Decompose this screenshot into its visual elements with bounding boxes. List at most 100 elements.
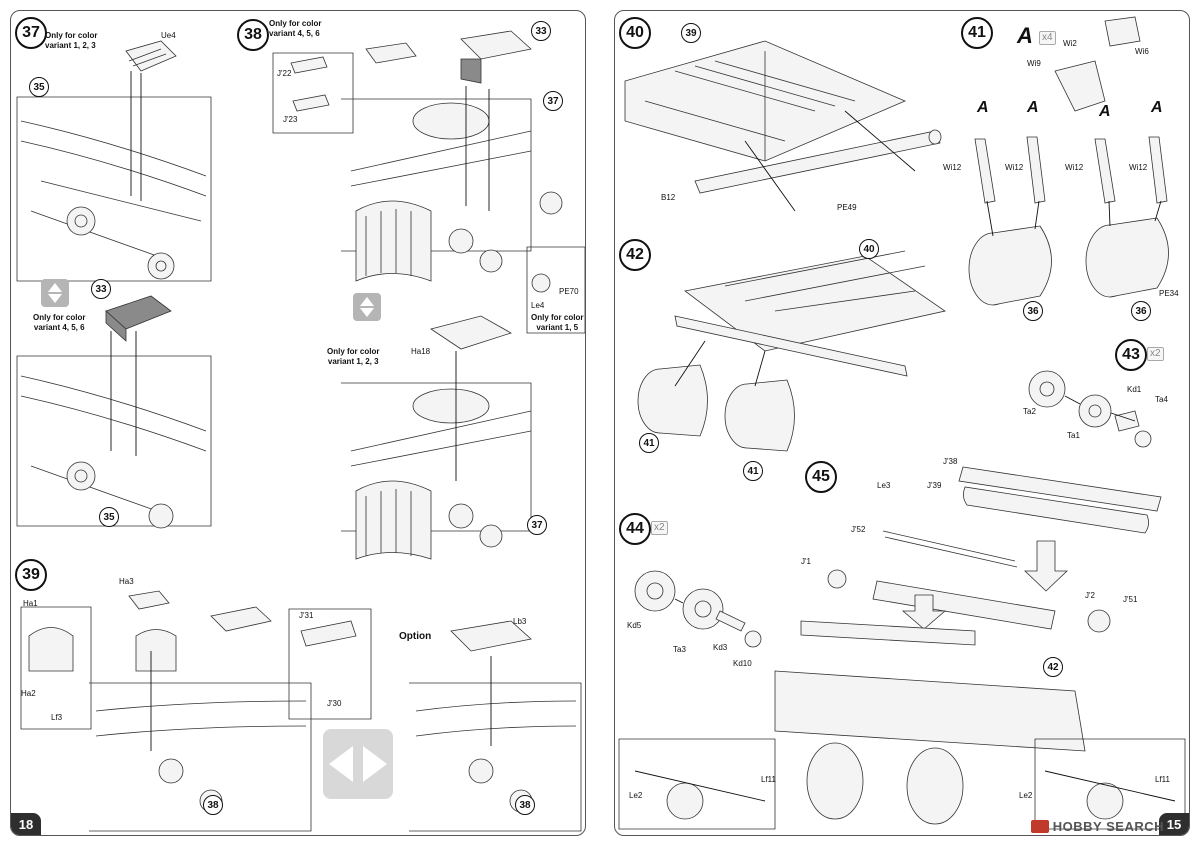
label-lf11-left: Lf11 — [761, 775, 776, 784]
label-lf3: Lf3 — [51, 713, 63, 722]
mid-variant-note: Only for color variant 4, 5, 6 — [33, 313, 86, 332]
label-kd1: Kd1 — [1127, 385, 1142, 394]
variant-a-4: A — [1151, 99, 1163, 116]
label-wi12-2: Wi12 — [1005, 163, 1024, 172]
step39-drawing — [20, 590, 582, 832]
callout-37-step38-top: 37 — [543, 91, 563, 111]
label-j30: J'30 — [327, 699, 342, 708]
variant-a-label: A — [1017, 23, 1033, 48]
label-wi12-1: Wi12 — [943, 163, 962, 172]
label-ue4: Ue4 — [161, 31, 176, 40]
callout-39: 39 — [681, 23, 701, 43]
step44-drawing — [634, 570, 762, 648]
step-43-number: 43 — [1115, 339, 1147, 371]
label-j22: J'22 — [277, 69, 292, 78]
step-45-number: 45 — [805, 461, 837, 493]
step-37-variant-note: Only for color variant 1, 2, 3 — [45, 31, 98, 50]
label-j1: J'1 — [801, 557, 811, 566]
step-38-variant-note-b: Only for color variant 1, 5 — [531, 313, 584, 332]
label-pe49: PE49 — [837, 203, 857, 212]
callout-38-left: 38 — [203, 795, 223, 815]
label-ta3: Ta3 — [673, 645, 686, 654]
callout-38-right: 38 — [515, 795, 535, 815]
page-number-left: 18 — [11, 813, 41, 835]
callout-42: 42 — [1043, 657, 1063, 677]
step41-drawing — [968, 16, 1169, 306]
step42-drawing — [637, 250, 946, 452]
label-ta2: Ta2 — [1023, 407, 1036, 416]
label-j23: J'23 — [283, 115, 298, 124]
step-41-number: 41 — [961, 17, 993, 49]
variant-a-2: A — [1027, 99, 1039, 116]
label-b12: B12 — [661, 193, 676, 202]
label-kd5: Kd5 — [627, 621, 642, 630]
label-wi6: Wi6 — [1135, 47, 1149, 56]
callout-41-left: 41 — [639, 433, 659, 453]
label-le3: Le3 — [877, 481, 891, 490]
callout-36-left: 36 — [1023, 301, 1043, 321]
label-ha2: Ha2 — [21, 689, 36, 698]
step37-drawing — [16, 40, 212, 282]
step38-drawing — [272, 30, 585, 560]
step-38-variant-note: Only for color variant 4, 5, 6 — [269, 19, 322, 38]
step45-drawing — [618, 466, 1186, 830]
step-38-number: 38 — [237, 19, 269, 51]
step-38-variant-note-c: Only for color variant 1, 2, 3 — [327, 347, 380, 366]
label-wi2: Wi2 — [1063, 39, 1077, 48]
watermark: HOBBY SEARCH — [1030, 819, 1164, 834]
option-label: Option — [399, 631, 432, 642]
label-lf11-right: Lf11 — [1155, 775, 1170, 784]
callout-36-right: 36 — [1131, 301, 1151, 321]
step-39-number: 39 — [15, 559, 47, 591]
label-j38: J'38 — [943, 457, 958, 466]
label-le2-right: Le2 — [1019, 791, 1033, 800]
step-44-number: 44 — [619, 513, 651, 545]
label-pe34: PE34 — [1159, 289, 1179, 298]
page-number-right: 15 — [1159, 813, 1189, 835]
callout-33-step38: 33 — [531, 21, 551, 41]
step-41-multiplier: x4 — [1039, 31, 1056, 45]
label-pe70: PE70 — [559, 287, 579, 296]
left-page-line-drawings — [16, 30, 585, 832]
variant-a-3: A — [1099, 103, 1111, 120]
flip-over-icon-2 — [353, 293, 381, 321]
label-j31: J'31 — [299, 611, 314, 620]
watermark-logo-icon — [1030, 820, 1049, 833]
step43-drawing — [1028, 370, 1152, 448]
step-40-number: 40 — [619, 17, 651, 49]
instruction-page-left: 37 Only for color variant 1, 2, 3 Ue4 35… — [10, 10, 586, 836]
callout-35-top: 35 — [29, 77, 49, 97]
label-kd3: Kd3 — [713, 643, 728, 652]
callout-40: 40 — [859, 239, 879, 259]
instruction-page-right: 40 39 B12 PE49 41 A x4 A A A A Wi2 Wi6 W… — [614, 10, 1190, 836]
step-37-number: 37 — [15, 17, 47, 49]
label-ha1: Ha1 — [23, 599, 38, 608]
label-le2-left: Le2 — [629, 791, 643, 800]
callout-37-step38-bottom: 37 — [527, 515, 547, 535]
label-ha3: Ha3 — [119, 577, 134, 586]
label-ta1: Ta1 — [1067, 431, 1080, 440]
label-j39: J'39 — [927, 481, 942, 490]
label-j51: J'51 — [1123, 595, 1138, 604]
label-wi12-3: Wi12 — [1065, 163, 1084, 172]
callout-35-bottom: 35 — [99, 507, 119, 527]
right-page-line-drawings — [618, 16, 1186, 830]
label-j52: J'52 — [851, 525, 866, 534]
step40-drawing — [624, 40, 942, 212]
label-wi12-4: Wi12 — [1129, 163, 1148, 172]
variant-a-1: A — [977, 99, 989, 116]
label-le4: Le4 — [531, 301, 545, 310]
step-43-multiplier: x2 — [1147, 347, 1164, 361]
mid-block-drawing — [16, 295, 212, 529]
label-j2: J'2 — [1085, 591, 1095, 600]
left-right-variant-icon — [323, 729, 393, 799]
callout-41-right: 41 — [743, 461, 763, 481]
step-42-number: 42 — [619, 239, 651, 271]
label-ta4: Ta4 — [1155, 395, 1168, 404]
watermark-text: HOBBY SEARCH — [1052, 819, 1164, 834]
flip-over-icon — [41, 279, 69, 307]
label-wi9: Wi9 — [1027, 59, 1041, 68]
label-ha18: Ha18 — [411, 347, 431, 356]
step-44-multiplier: x2 — [651, 521, 668, 535]
callout-33-mid: 33 — [91, 279, 111, 299]
